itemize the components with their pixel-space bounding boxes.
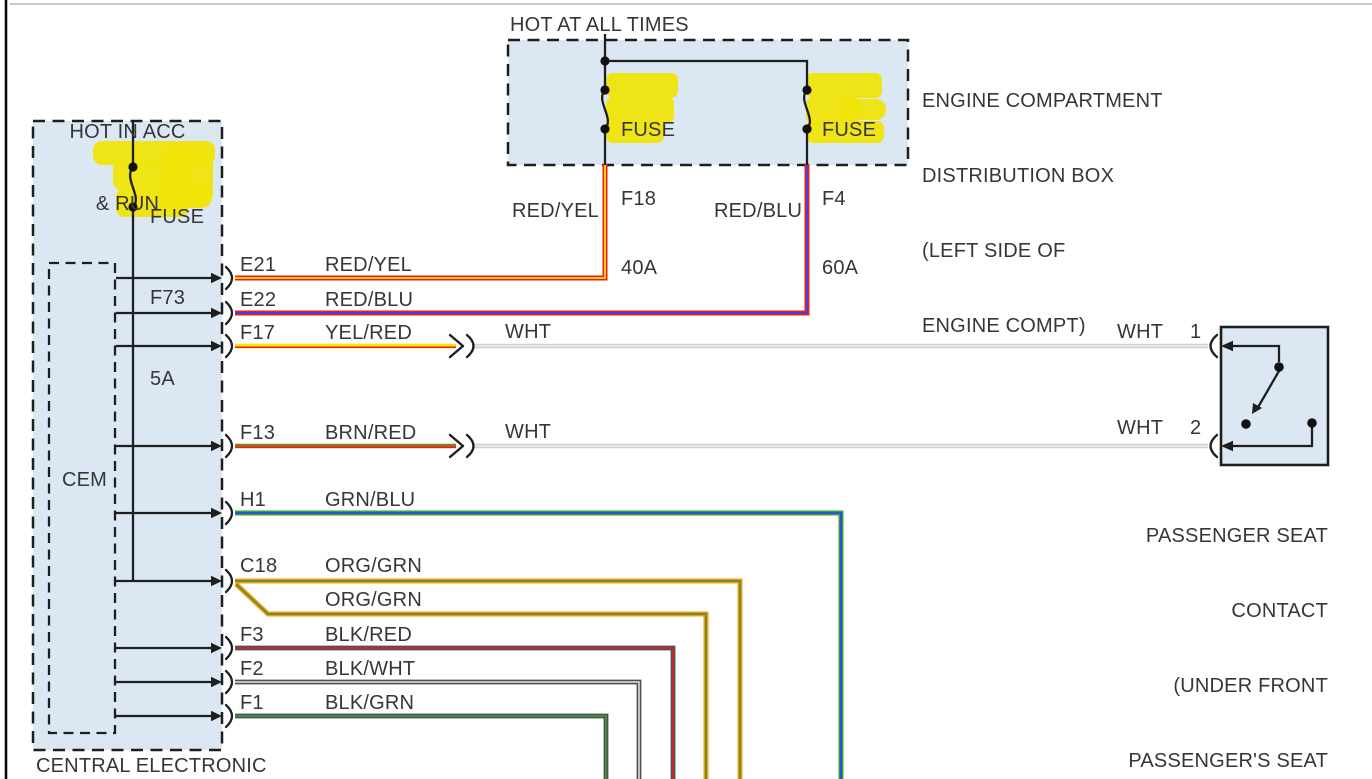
fuse-f4-label: FUSE F4 60A — [822, 119, 877, 279]
wire-label-f13: BRN/RED — [325, 422, 417, 444]
seat-pin-connectors — [1209, 333, 1219, 459]
seat-pin2-arrow — [1221, 440, 1233, 452]
cem-title: CENTRAL ELECTRONIC — [36, 755, 267, 777]
engine-box-name: ENGINE COMPARTMENT DISTRIBUTION BOX (LEF… — [922, 90, 1163, 337]
seat-pin-2-number: 2 — [1190, 417, 1202, 439]
seat-contact-box — [1219, 325, 1330, 467]
cem-outer-box — [31, 119, 224, 752]
wire-label-e22: RED/BLU — [325, 289, 414, 311]
wire-label-f17: YEL/RED — [325, 322, 412, 344]
pin-id-f17: F17 — [240, 322, 276, 344]
wire-label-h1: GRN/BLU — [325, 489, 416, 511]
fuse-f18-highlight — [606, 73, 678, 143]
wire-red-blu — [235, 164, 810, 316]
junction-dots — [128, 56, 1317, 429]
pin-id-h1: H1 — [240, 489, 266, 511]
wire-red-yel — [235, 164, 608, 281]
pin-id-f2: F2 — [240, 658, 264, 680]
seat-pin1-arrow — [1221, 340, 1233, 352]
seat-pin1-link — [1233, 344, 1281, 362]
pin-id-f1: F1 — [240, 692, 264, 714]
feed-branch — [605, 59, 809, 90]
wire-brn-red — [235, 443, 456, 449]
wire-blk-grn — [235, 713, 609, 779]
feed-wire-label-red-blu: RED/BLU — [714, 200, 803, 222]
wire-grn-blu — [235, 510, 844, 779]
cem-pin-connectors — [224, 265, 234, 729]
wire-yel-red — [235, 343, 456, 349]
pin-id-c18: C18 — [240, 555, 278, 577]
wire-label-c18: ORG/GRN — [325, 555, 422, 577]
hot-in-acc-label: HOT IN ACC & RUN — [69, 121, 186, 215]
wire-org-grn-1 — [235, 578, 743, 779]
pin-id-e22: E22 — [240, 289, 277, 311]
switch-arm-arrow — [1252, 403, 1262, 414]
pin-id-f3: F3 — [240, 624, 264, 646]
wire-label-c18-branch: ORG/GRN — [325, 589, 422, 611]
wire-org-grn-2 — [234, 582, 709, 779]
arrowheads — [211, 272, 1262, 722]
seat-pin-1-number: 1 — [1190, 321, 1202, 343]
pin-id-f13: F13 — [240, 422, 276, 444]
wire-label-e21: RED/YEL — [325, 254, 412, 276]
wire-label-f1: BLK/GRN — [325, 692, 415, 714]
wire-blk-wht — [235, 679, 642, 779]
wht-label-1-left: WHT — [505, 321, 552, 343]
feed-wire-label-red-yel: RED/YEL — [512, 200, 599, 222]
fuse-f4-highlight — [806, 73, 886, 143]
hot-at-all-times-label: HOT AT ALL TIMES — [510, 14, 689, 36]
cem-inner-box — [47, 261, 117, 735]
cem-label: CEM — [62, 469, 108, 491]
fuse-f73-label: FUSE F73 5A — [150, 206, 205, 390]
wires — [234, 164, 1208, 779]
wire-blk-red — [235, 645, 676, 779]
pin-id-e21: E21 — [240, 254, 277, 276]
seat-switch-arm — [1256, 370, 1280, 410]
seat-contact-name: PASSENGER SEAT CONTACT (UNDER FRONT PASS… — [1128, 525, 1328, 772]
fuse-f18-label: FUSE F18 40A — [621, 119, 676, 279]
inline-connectors — [448, 333, 475, 459]
wht-label-1-right: WHT — [1117, 321, 1164, 343]
wht-label-2-right: WHT — [1117, 417, 1164, 439]
wire-label-f2: BLK/WHT — [325, 658, 416, 680]
seat-pin2-link — [1233, 427, 1314, 448]
wht-label-2-left: WHT — [505, 421, 552, 443]
wire-label-f3: BLK/RED — [325, 624, 412, 646]
